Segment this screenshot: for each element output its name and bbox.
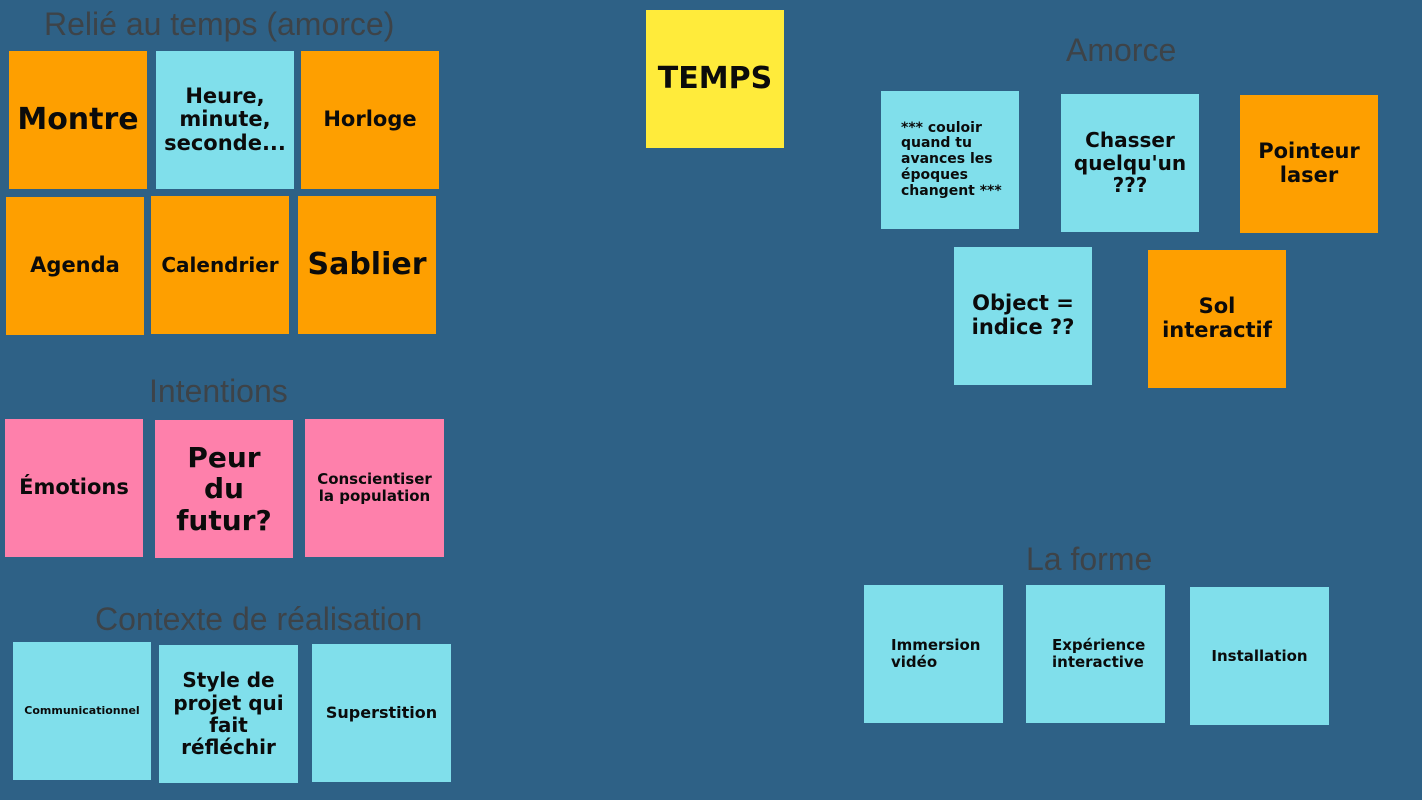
sticky-note-communicationnel[interactable]: Communicationnel: [13, 642, 151, 780]
sticky-note-montre[interactable]: Montre: [9, 51, 147, 189]
section-title-relie: Relié au temps (amorce): [44, 6, 395, 42]
sticky-note-sol-interactif[interactable]: Sol interactif: [1148, 250, 1286, 388]
sticky-note-horloge[interactable]: Horloge: [301, 51, 439, 189]
section-title-amorce: Amorce: [1066, 32, 1177, 68]
sticky-note-calendrier[interactable]: Calendrier: [151, 196, 289, 334]
sticky-note-emotions[interactable]: Émotions: [5, 419, 143, 557]
sticky-note-temps[interactable]: TEMPS: [646, 10, 784, 148]
section-title-contexte: Contexte de réalisation: [95, 601, 423, 637]
sticky-note-heure[interactable]: Heure, minute, seconde...: [156, 51, 294, 189]
sticky-note-chasser[interactable]: Chasser quelqu'un ???: [1061, 94, 1199, 232]
sticky-note-agenda[interactable]: Agenda: [6, 197, 144, 335]
sticky-note-installation[interactable]: Installation: [1190, 587, 1329, 725]
sticky-note-couloir[interactable]: *** couloir quand tu avances les époques…: [881, 91, 1019, 229]
sticky-note-conscientiser[interactable]: Conscientiser la population: [305, 419, 444, 557]
section-title-forme: La forme: [1026, 541, 1153, 577]
sticky-note-pointeur-laser[interactable]: Pointeur laser: [1240, 95, 1378, 233]
section-title-intentions: Intentions: [149, 373, 288, 409]
sticky-note-immersion-video[interactable]: Immersion vidéo: [864, 585, 1003, 723]
sticky-note-superstition[interactable]: Superstition: [312, 644, 451, 782]
sticky-note-object-indice[interactable]: Object = indice ??: [954, 247, 1092, 385]
sticky-note-sablier[interactable]: Sablier: [298, 196, 436, 334]
sticky-note-style-de-projet[interactable]: Style de projet qui fait réfléchir: [159, 645, 298, 783]
sticky-note-experience-interactive[interactable]: Expérience interactive: [1026, 585, 1165, 723]
sticky-note-peur-du-futur[interactable]: Peur du futur?: [155, 420, 293, 558]
